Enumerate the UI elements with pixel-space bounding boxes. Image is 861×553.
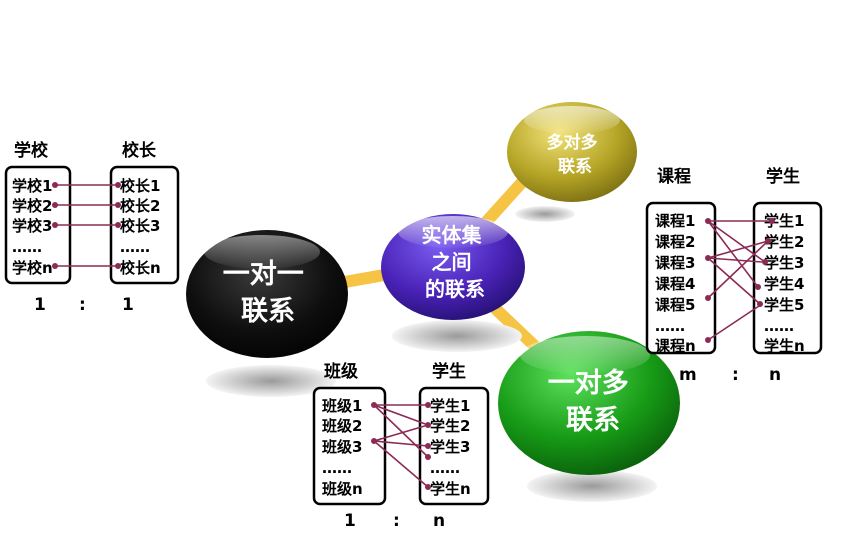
center-ball: 实体集 之间 的联系: [381, 214, 525, 320]
course-item-4: 课程4: [655, 275, 695, 293]
one-to-one-ratio-sep: :: [79, 295, 86, 315]
course-item-ellipsis: ……: [655, 317, 685, 335]
course-item-3: 课程3: [655, 254, 695, 272]
principal-item-1: 校长1: [120, 177, 160, 195]
one-to-one-ratio-left: 1: [34, 295, 46, 315]
one-to-one-ratio-right: 1: [122, 295, 134, 315]
student-a-item-3: 学生3: [430, 438, 470, 456]
student-b-item-1: 学生1: [764, 212, 804, 230]
center-label-line3: 的联系: [425, 277, 485, 301]
student-b-item-2: 学生2: [764, 233, 804, 251]
center-label: 实体集 之间 的联系: [422, 223, 489, 301]
student-b-item-ellipsis: ……: [764, 317, 794, 335]
one-to-many-label-line1: 一对多: [548, 368, 629, 399]
course-item-2: 课程2: [655, 233, 695, 251]
class-item-n: 班级n: [322, 480, 363, 498]
class-item-1: 班级1: [322, 397, 362, 415]
class-student-links: [371, 402, 431, 490]
course-list-box: [645, 201, 717, 355]
course-item-n: 课程n: [655, 337, 696, 355]
student-b-item-3: 学生3: [764, 254, 804, 272]
one-to-many-ball-shadow: [527, 470, 657, 502]
many-to-many-label-line1: 多对多: [547, 132, 598, 153]
one-to-many-ratio-left: 1: [344, 511, 356, 531]
many-to-many-label: 多对多 联系: [547, 132, 604, 177]
school-item-1: 学校1: [12, 177, 52, 195]
class-header: 班级: [324, 361, 358, 382]
center-label-line2: 之间: [432, 250, 472, 274]
school-item-2: 学校2: [12, 197, 52, 215]
one-to-many-ratio-right: n: [433, 511, 445, 531]
student-b-item-n: 学生n: [764, 337, 805, 355]
many-to-many-ratio-right: n: [769, 365, 781, 385]
school-item-ellipsis: ……: [12, 238, 42, 256]
student-a-item-2: 学生2: [430, 417, 470, 435]
school-principal-mapping: 学校 校长 学校1 学校2 学校3 …… 学校n 校长1 校长2 校长3 …… …: [4, 140, 180, 315]
class-item-ellipsis: ……: [322, 459, 352, 477]
one-to-one-label-line1: 一对一: [223, 259, 304, 290]
many-to-many-ball: 多对多 联系: [507, 102, 637, 202]
course-item-5: 课程5: [655, 296, 695, 314]
class-item-2: 班级2: [322, 417, 362, 435]
one-to-one-ball: 一对一 联系: [186, 230, 348, 358]
principal-item-ellipsis: ……: [120, 238, 150, 256]
student-a-item-n: 学生n: [430, 480, 471, 498]
principal-header: 校长: [122, 140, 157, 161]
one-to-one-ball-shadow: [206, 365, 336, 397]
one-to-many-label: 一对多 联系: [548, 368, 638, 436]
one-to-many-ratio-sep: :: [393, 511, 400, 531]
student-b-item-5: 学生5: [764, 296, 804, 314]
one-to-one-label: 一对一 联系: [223, 259, 313, 327]
course-student-links: [705, 218, 775, 343]
course-student-mapping: 课程 学生 课程1 课程2 课程3 课程4 课程5 …… 课程n 学生1 学生2…: [645, 166, 823, 385]
course-header: 课程: [657, 167, 691, 187]
student-a-item-ellipsis: ……: [430, 459, 460, 477]
principal-item-2: 校长2: [120, 197, 160, 215]
class-student-mapping: 班级 学生 班级1 班级2 班级3 …… 班级n 学生1 学生2 学生3 …… …: [312, 361, 490, 531]
student-b-item-4: 学生4: [764, 275, 804, 293]
many-to-many-ball-shadow: [515, 206, 575, 222]
student-a-item-1: 学生1: [430, 397, 470, 415]
many-to-many-ratio-left: m: [679, 365, 697, 385]
center-ball-shadow: [392, 320, 522, 352]
school-header: 学校: [14, 140, 49, 161]
student-header-2: 学生: [766, 166, 800, 187]
many-to-many-label-line2: 联系: [558, 157, 592, 177]
many-to-many-ratio-sep: :: [732, 365, 739, 385]
student-header-1: 学生: [432, 361, 466, 382]
center-label-line1: 实体集: [422, 223, 483, 247]
class-list-box: [312, 386, 387, 506]
class-item-3: 班级3: [322, 438, 362, 456]
principal-item-3: 校长3: [120, 217, 160, 235]
one-to-one-label-line2: 联系: [241, 296, 295, 327]
course-item-1: 课程1: [655, 212, 695, 230]
school-principal-links: [52, 182, 121, 269]
one-to-many-label-line2: 联系: [566, 405, 620, 436]
school-item-n: 学校n: [12, 259, 53, 277]
principal-item-n: 校长n: [120, 259, 161, 277]
one-to-many-ball: 一对多 联系: [498, 331, 680, 475]
school-item-3: 学校3: [12, 217, 52, 235]
